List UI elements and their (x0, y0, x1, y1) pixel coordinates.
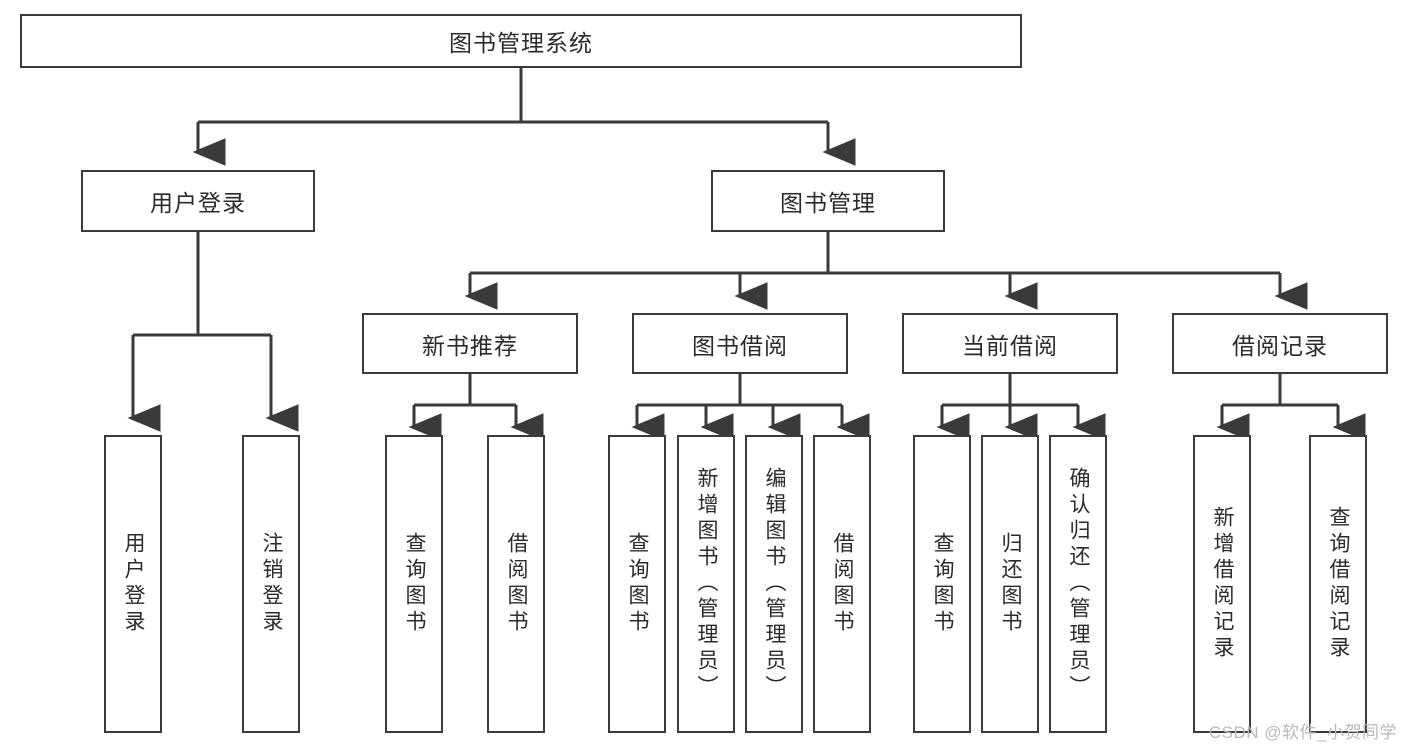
node-borrow-record-label: 借阅记录 (1232, 332, 1328, 359)
node-user-login[interactable]: 用户登录 (81, 170, 315, 232)
leaf-newbook-query-book-label: 查询图书 (403, 532, 427, 636)
leaf-record-add-record-label: 新增借阅记录 (1211, 506, 1235, 662)
node-root[interactable]: 图书管理系统 (20, 14, 1022, 68)
leaf-borrow-borrow-book-label: 借阅图书 (831, 532, 855, 636)
leaf-borrow-edit-book-label: 编辑图书（管理员） (763, 467, 787, 701)
node-current-borrow[interactable]: 当前借阅 (902, 313, 1118, 374)
leaf-newbook-query-book[interactable]: 查询图书 (385, 435, 443, 733)
leaf-record-add-record[interactable]: 新增借阅记录 (1193, 435, 1251, 733)
leaf-current-confirm-return[interactable]: 确认归还（管理员） (1049, 435, 1107, 733)
csdn-watermark: CSDN @软件_小贺同学 (1208, 723, 1397, 742)
node-user-login-label: 用户登录 (150, 190, 246, 216)
node-borrow-record[interactable]: 借阅记录 (1172, 313, 1388, 374)
leaf-user-login[interactable]: 用户登录 (104, 435, 162, 733)
node-book-borrow[interactable]: 图书借阅 (632, 313, 848, 374)
leaf-borrow-add-book-label: 新增图书（管理员） (695, 467, 719, 701)
leaf-current-confirm-return-label: 确认归还（管理员） (1067, 467, 1091, 701)
leaf-current-query-book-label: 查询图书 (931, 532, 955, 636)
leaf-borrow-query-book[interactable]: 查询图书 (608, 435, 666, 733)
node-current-borrow-label: 当前借阅 (962, 332, 1058, 359)
leaf-newbook-borrow-book-label: 借阅图书 (505, 532, 529, 636)
leaf-current-return-book[interactable]: 归还图书 (981, 435, 1039, 733)
node-book-management[interactable]: 图书管理 (711, 170, 945, 232)
node-root-label: 图书管理系统 (449, 30, 593, 56)
leaf-borrow-query-book-label: 查询图书 (626, 532, 650, 636)
leaf-borrow-edit-book[interactable]: 编辑图书（管理员） (745, 435, 803, 733)
node-book-management-label: 图书管理 (780, 190, 876, 216)
node-new-book-recommend[interactable]: 新书推荐 (362, 313, 578, 374)
leaf-user-logout[interactable]: 注销登录 (242, 435, 300, 733)
leaf-current-return-book-label: 归还图书 (999, 532, 1023, 636)
node-new-book-recommend-label: 新书推荐 (422, 332, 518, 359)
leaf-user-logout-label: 注销登录 (260, 532, 284, 636)
leaf-borrow-borrow-book[interactable]: 借阅图书 (813, 435, 871, 733)
leaf-borrow-add-book[interactable]: 新增图书（管理员） (677, 435, 735, 733)
leaf-record-query-record-label: 查询借阅记录 (1327, 506, 1351, 662)
node-book-borrow-label: 图书借阅 (692, 332, 788, 359)
leaf-user-login-label: 用户登录 (122, 532, 146, 636)
leaf-newbook-borrow-book[interactable]: 借阅图书 (487, 435, 545, 733)
leaf-current-query-book[interactable]: 查询图书 (913, 435, 971, 733)
leaf-record-query-record[interactable]: 查询借阅记录 (1309, 435, 1367, 733)
